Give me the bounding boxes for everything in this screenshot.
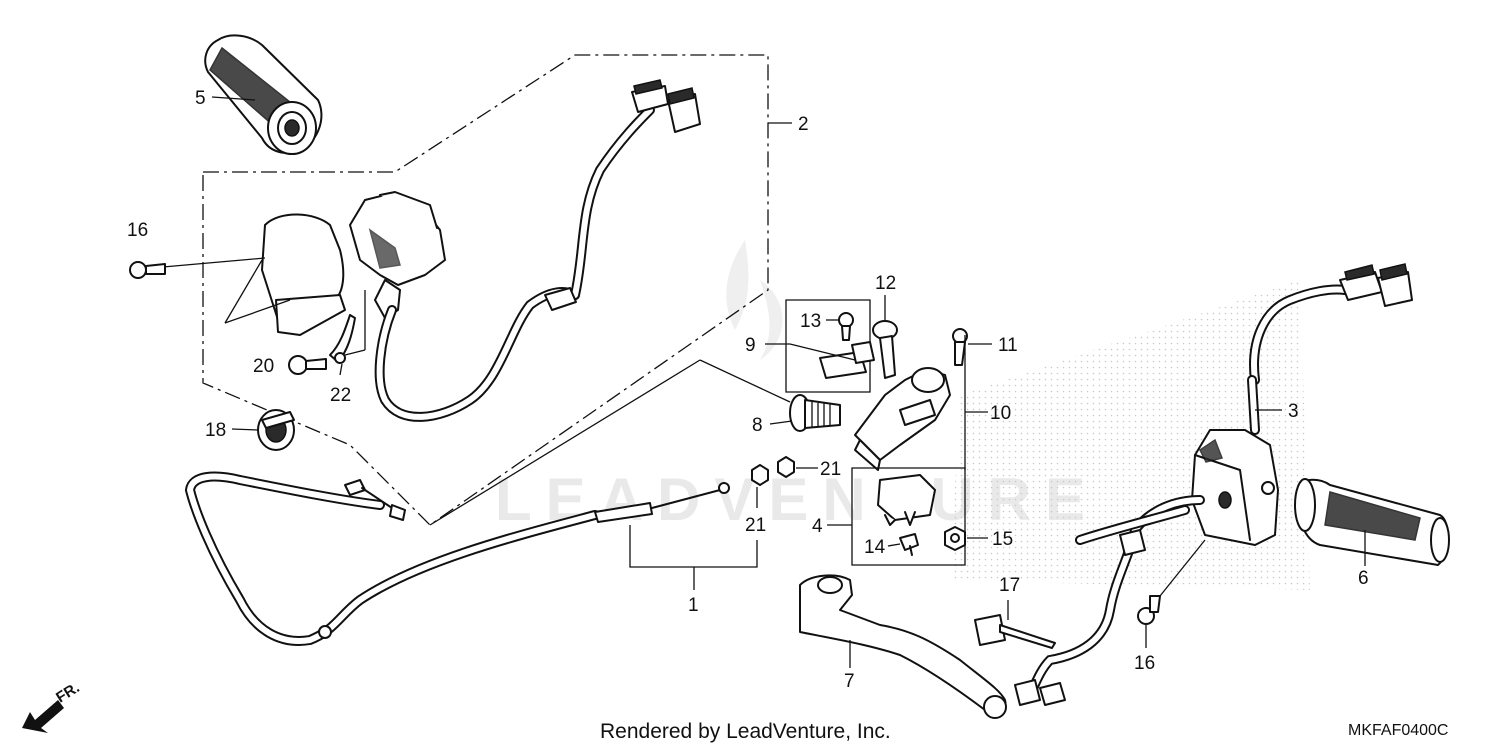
footer-credit: Rendered by LeadVenture, Inc. [600, 720, 891, 743]
lever-part-7 [799, 574, 1007, 719]
callout-1: 1 [688, 595, 699, 616]
callout-8: 8 [752, 415, 763, 436]
diagram-code: MKFAF0400C [1348, 722, 1448, 739]
leader-cable-2b [699, 359, 791, 403]
callout-13: 13 [800, 311, 821, 332]
assembly-outline-2 [202, 54, 769, 526]
switch-part-4 [877, 474, 936, 526]
right-switch-plug [1014, 529, 1146, 706]
screw-part-13 [838, 312, 854, 341]
adjuster-part-8 [789, 394, 841, 432]
leader-cover-b [224, 299, 291, 324]
leader-8 [769, 420, 793, 425]
group-box-9 [785, 299, 871, 393]
callout-16-top: 16 [127, 220, 148, 241]
leader-22 [339, 363, 343, 376]
callout-2: 2 [798, 114, 809, 135]
clip-part-22 [329, 314, 356, 364]
callout-18: 18 [205, 420, 226, 441]
bracket-part-9 [819, 341, 875, 379]
callout-21-b: 21 [820, 459, 841, 480]
left-switch-connector [544, 79, 701, 311]
leader-16-right-b [1159, 539, 1206, 597]
tie-part-17 [974, 614, 1056, 649]
callout-5: 5 [195, 88, 206, 109]
callout-16-right: 16 [1134, 653, 1155, 674]
callout-20: 20 [253, 356, 274, 377]
band-part-18 [257, 409, 295, 451]
screw-part-14 [899, 533, 919, 556]
callout-15: 15 [992, 529, 1013, 550]
lever-bracket-part-10 [854, 367, 951, 471]
right-switch-housing-part-3 [1191, 429, 1279, 546]
callout-10: 10 [990, 403, 1011, 424]
screw-part-16-right [1137, 595, 1161, 625]
left-grip-part-5 [204, 34, 323, 155]
leader-14 [887, 543, 901, 547]
leader-22b [344, 349, 366, 356]
callout-21-a: 21 [745, 515, 766, 536]
callout-11: 11 [998, 335, 1018, 356]
callout-12: 12 [875, 273, 896, 294]
cable-part-1 [184, 471, 730, 646]
callout-3: 3 [1288, 401, 1299, 422]
group-box-4 [851, 467, 966, 566]
bolt-part-11 [952, 328, 968, 366]
screw-part-20 [288, 355, 327, 375]
nut-part-21-a [751, 464, 769, 486]
nut-part-21-b [777, 456, 795, 478]
leader-5 [211, 96, 256, 101]
screw-part-16-left [129, 261, 166, 279]
leader-18 [231, 428, 259, 431]
callout-22: 22 [330, 385, 351, 406]
leader-16-top [162, 257, 266, 268]
callout-17: 17 [999, 575, 1020, 596]
leader-cover-a [224, 259, 263, 324]
callout-7: 7 [844, 671, 855, 692]
right-grip-part-6 [1294, 478, 1450, 566]
bolt-part-12 [872, 320, 898, 379]
leader-cable-2 [429, 359, 701, 526]
right-switch-connector [1339, 263, 1413, 307]
nut-part-15 [944, 526, 966, 551]
leader-9b [789, 343, 856, 361]
callout-6: 6 [1358, 568, 1369, 589]
left-switch-housing-part-2 [261, 191, 446, 336]
callout-14: 14 [864, 537, 886, 558]
front-direction-arrow: FR. [22, 679, 83, 733]
callout-9: 9 [745, 335, 756, 356]
callout-4: 4 [812, 516, 823, 537]
